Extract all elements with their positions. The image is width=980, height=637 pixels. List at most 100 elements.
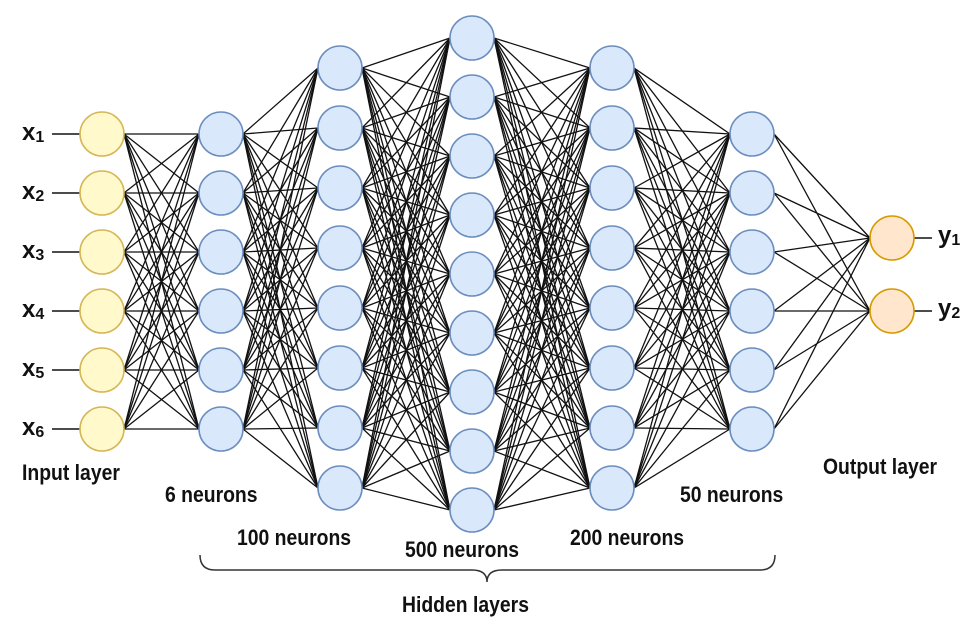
hidden-layers-brace: [199, 554, 776, 583]
hidden-neuron: [198, 170, 244, 216]
connection-edge: [493, 67, 591, 452]
connection-edge: [242, 67, 319, 253]
connection-edge: [361, 37, 451, 189]
connection-edge: [493, 67, 591, 216]
connection-edge: [361, 332, 451, 489]
connection-edge: [633, 67, 731, 135]
output-neuron: [869, 288, 915, 334]
connection-edge: [242, 67, 319, 194]
connection-edge: [361, 155, 451, 489]
connection-edge: [242, 247, 319, 430]
hidden-neuron: [729, 288, 775, 334]
hidden-layer-1-label: 6 neurons: [165, 482, 258, 507]
connection-edge: [773, 133, 871, 312]
input-neuron: [79, 406, 125, 452]
connection-edge: [242, 187, 319, 430]
connection-edge: [242, 67, 319, 312]
connection-edge: [493, 67, 591, 334]
hidden-neuron: [449, 74, 495, 120]
connection-edge: [361, 450, 451, 489]
hidden-neuron: [589, 405, 635, 451]
input-label-x5: x5: [22, 355, 45, 382]
input-neuron: [79, 111, 125, 157]
hidden-neuron: [317, 225, 363, 271]
connection-edge: [773, 237, 871, 312]
hidden-layer-2-label: 100 neurons: [237, 525, 352, 550]
connection-edge: [633, 192, 731, 489]
connection-edge: [493, 307, 591, 511]
hidden-layer-3-label: 500 neurons: [405, 537, 520, 562]
hidden-neuron: [449, 369, 495, 415]
connection-edge: [123, 133, 200, 194]
hidden-neuron: [589, 165, 635, 211]
hidden-neuron: [589, 105, 635, 151]
hidden-neuron: [317, 105, 363, 151]
connection-edge: [633, 133, 731, 429]
connection-edge: [773, 237, 871, 371]
connection-edge: [493, 127, 591, 511]
connection-edge: [493, 427, 591, 511]
connection-edge: [633, 133, 731, 189]
input-label-x3: x3: [22, 237, 45, 264]
input-label-x1: x1: [22, 119, 45, 146]
output-neuron: [869, 215, 915, 261]
hidden-neuron: [729, 406, 775, 452]
connection-edge: [361, 273, 451, 489]
connection-edge: [242, 67, 319, 371]
connection-edge: [773, 192, 871, 312]
connection-edge: [633, 133, 731, 369]
hidden-neuron: [729, 111, 775, 157]
connection-edge: [773, 237, 871, 253]
hidden-neuron: [729, 170, 775, 216]
connection-edge: [123, 133, 200, 371]
connection-edge: [361, 214, 451, 489]
hidden-neuron: [317, 45, 363, 91]
connection-edge: [242, 67, 319, 135]
connection-edge: [123, 133, 200, 253]
connection-edge: [633, 127, 731, 135]
connection-edge: [773, 192, 871, 239]
hidden-neuron: [589, 465, 635, 511]
hidden-neuron: [317, 465, 363, 511]
input-neuron: [79, 347, 125, 393]
hidden-neuron: [198, 288, 244, 334]
connection-edge: [361, 37, 451, 129]
connection-edge: [123, 133, 200, 312]
input-layer-label: Input layer: [22, 460, 120, 485]
input-label-x6: x6: [22, 414, 45, 441]
hidden-neuron: [449, 428, 495, 474]
connection-edge: [361, 37, 451, 489]
connection-edge: [633, 310, 731, 489]
connection-edge: [361, 37, 451, 429]
connection-edge: [493, 67, 591, 393]
output-label-y2: y2: [938, 295, 961, 322]
input-neuron: [79, 288, 125, 334]
hidden-neuron: [198, 229, 244, 275]
connection-edge: [242, 427, 319, 430]
connection-edge: [633, 133, 731, 489]
connection-edge: [773, 237, 871, 430]
hidden-layers-label: Hidden layers: [402, 592, 529, 617]
connection-edge: [773, 251, 871, 312]
hidden-neuron: [198, 111, 244, 157]
hidden-neuron: [317, 285, 363, 331]
hidden-neuron: [729, 347, 775, 393]
connection-edge: [361, 96, 451, 489]
connection-edge: [361, 37, 451, 369]
connection-edge: [361, 37, 451, 309]
connection-edge: [633, 428, 731, 489]
connection-edge: [361, 391, 451, 489]
hidden-neuron: [317, 405, 363, 451]
connection-edge: [123, 133, 200, 430]
connection-edge: [242, 127, 319, 430]
input-label-x2: x2: [22, 178, 45, 205]
hidden-neuron: [198, 406, 244, 452]
connection-edge: [361, 487, 451, 511]
hidden-neuron: [449, 15, 495, 61]
connection-edge: [242, 67, 319, 430]
hidden-neuron: [449, 192, 495, 238]
hidden-neuron: [589, 225, 635, 271]
connection-edge: [493, 67, 591, 98]
connection-edge: [361, 37, 451, 69]
